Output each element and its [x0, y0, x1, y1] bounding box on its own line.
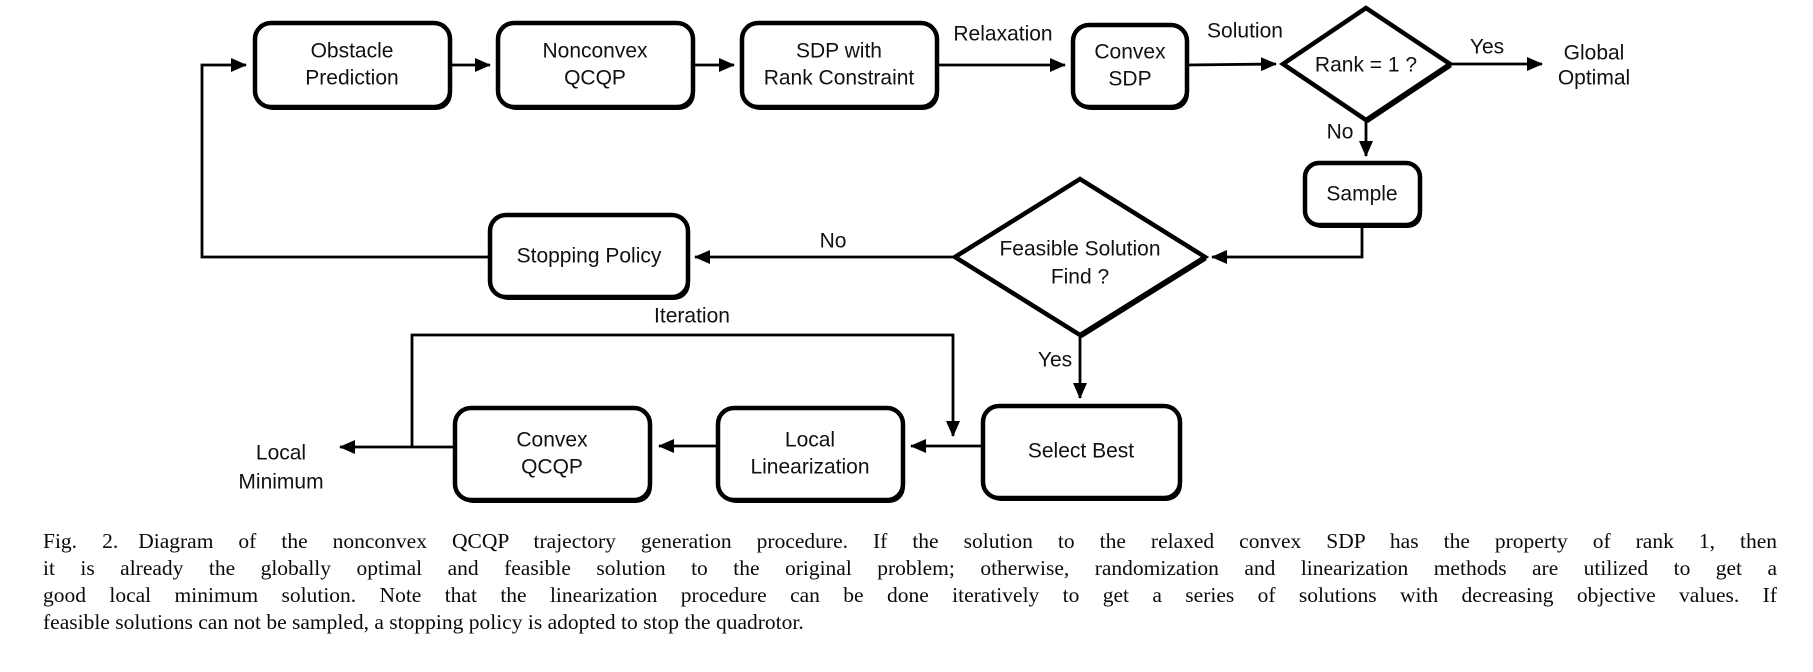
svg-text:Find ?: Find ? [1051, 266, 1109, 289]
svg-text:SDP: SDP [1108, 68, 1151, 91]
node-nonconvex-qcqp: Nonconvex QCQP [495, 20, 696, 110]
svg-text:Local: Local [256, 442, 306, 465]
svg-text:SDP with: SDP with [796, 40, 882, 63]
svg-text:Nonconvex: Nonconvex [542, 40, 648, 63]
caption-line-2: it is already the globally optimal and f… [43, 556, 1777, 580]
node-convex-sdp: Convex SDP [1070, 22, 1190, 110]
svg-text:QCQP: QCQP [564, 67, 626, 90]
svg-text:Minimum: Minimum [238, 471, 323, 494]
svg-text:Feasible Solution: Feasible Solution [999, 238, 1160, 261]
caption-line-3: good local minimum solution. Note that t… [43, 583, 1777, 607]
edge-stopping-policy-to-obstacle-prediction [200, 58, 490, 259]
svg-text:Rank Constraint: Rank Constraint [764, 67, 915, 90]
node-sdp-with-rank-constraint: SDP with Rank Constraint [739, 20, 940, 110]
caption-line-1: Fig. 2. Diagram of the nonconvex QCQP tra… [43, 528, 1777, 555]
figure-label: Fig. 2. [43, 529, 119, 553]
svg-text:Linearization: Linearization [750, 456, 869, 479]
node-feasible-decision: Feasible Solution Find ? [950, 176, 1210, 338]
caption-line-1-text: Diagram of the nonconvex QCQP trajectory… [138, 529, 1778, 553]
edge-label-feasible-yes: Yes [1038, 349, 1072, 372]
flowchart: Relaxation Solution Yes No No Yes Iterat… [200, 5, 1630, 503]
edge-label-solution: Solution [1207, 20, 1283, 43]
figure-caption: Fig. 2. Diagram of the nonconvex QCQP tra… [43, 528, 1777, 636]
node-stopping-policy: Stopping Policy [487, 212, 691, 300]
terminal-local-minimum: Local Minimum [238, 442, 323, 494]
edge-label-iteration: Iteration [654, 305, 730, 328]
svg-text:Global: Global [1564, 42, 1625, 65]
edge-sample-to-feasible [1211, 225, 1364, 264]
svg-text:Convex: Convex [516, 429, 588, 452]
caption-line-4: feasible solutions can not be sampled, a… [43, 610, 804, 634]
edge-label-feasible-no: No [820, 230, 847, 253]
node-sample: Sample [1302, 160, 1423, 228]
terminal-global-optimal: Global Optimal [1558, 42, 1630, 90]
svg-text:Optimal: Optimal [1558, 67, 1630, 90]
svg-text:QCQP: QCQP [521, 456, 583, 479]
edge-convexsdp-to-rank [1186, 57, 1277, 72]
edge-label-rank-no: No [1327, 121, 1354, 144]
svg-text:Sample: Sample [1326, 183, 1397, 206]
edge-label-relaxation: Relaxation [953, 23, 1052, 46]
svg-text:Rank = 1 ?: Rank = 1 ? [1315, 54, 1417, 77]
node-local-linearization: Local Linearization [715, 405, 906, 503]
node-select-best: Select Best [980, 403, 1183, 501]
svg-text:Prediction: Prediction [305, 67, 398, 90]
node-convex-qcqp: Convex QCQP [452, 405, 653, 503]
node-obstacle-prediction: Obstacle Prediction [252, 20, 453, 110]
svg-text:Select Best: Select Best [1028, 440, 1134, 463]
svg-text:Local: Local [785, 429, 835, 452]
node-rank-decision: Rank = 1 ? [1278, 5, 1455, 123]
edge-iteration-loop [410, 333, 960, 447]
svg-text:Convex: Convex [1094, 41, 1166, 64]
edge-label-rank-yes: Yes [1470, 36, 1504, 59]
svg-text:Stopping Policy: Stopping Policy [517, 245, 662, 268]
svg-text:Obstacle: Obstacle [311, 40, 394, 63]
